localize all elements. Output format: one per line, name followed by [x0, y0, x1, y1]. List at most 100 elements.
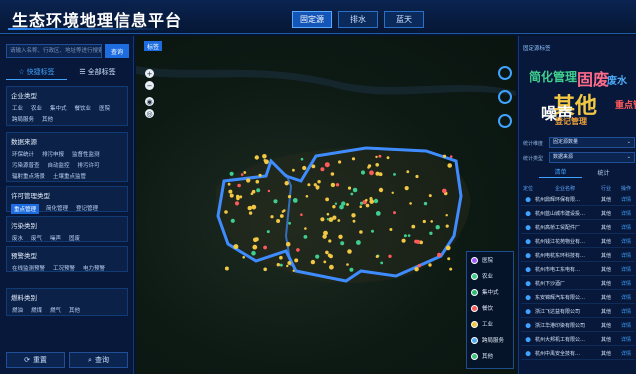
poi-marker[interactable]	[305, 195, 309, 198]
filter-chip[interactable]: 噪声	[50, 236, 62, 242]
legend-item[interactable]: 医院	[467, 252, 513, 268]
detail-link[interactable]: 详情	[620, 211, 631, 217]
filter-chip[interactable]: 排污许可	[77, 163, 100, 169]
poi-marker[interactable]	[242, 256, 245, 259]
poi-marker[interactable]	[315, 254, 320, 259]
filter-chip[interactable]: 在线监测预警	[12, 266, 46, 272]
poi-marker[interactable]	[323, 230, 328, 236]
poi-marker[interactable]	[442, 188, 447, 194]
poi-marker[interactable]	[255, 179, 260, 184]
poi-marker[interactable]	[338, 160, 342, 164]
poi-marker[interactable]	[254, 155, 259, 160]
stat-type-select[interactable]: 数据来源⌄	[549, 152, 635, 163]
poi-marker[interactable]	[273, 199, 278, 204]
poi-marker[interactable]	[406, 170, 410, 174]
wordcloud-term[interactable]: 其他	[553, 94, 598, 119]
poi-marker[interactable]	[352, 187, 358, 193]
poi-marker[interactable]	[251, 189, 256, 194]
table-row[interactable]: ⬤杭州市电工东电有…其他详情	[521, 264, 635, 276]
poi-marker[interactable]	[292, 269, 295, 272]
poi-marker[interactable]	[388, 254, 392, 258]
poi-marker[interactable]	[279, 214, 284, 218]
detail-link[interactable]: 详情	[620, 239, 631, 245]
poi-marker[interactable]	[252, 244, 258, 250]
table-row[interactable]: ⬤东安锦辉汽车有限公…其他详情	[521, 292, 635, 304]
poi-marker[interactable]	[351, 157, 356, 161]
poi-marker[interactable]	[236, 194, 240, 199]
filter-chip[interactable]: 土壤重点监管	[53, 174, 87, 180]
poi-marker[interactable]	[263, 159, 267, 162]
draw-icon[interactable]	[498, 114, 512, 128]
poi-marker[interactable]	[435, 225, 440, 230]
table-row[interactable]: ⬤浙江华港印染有限公司其他详情	[521, 320, 635, 332]
tab-quick-labels[interactable]: ☆快捷标签	[6, 64, 67, 80]
poi-marker[interactable]	[409, 202, 412, 205]
legend-item[interactable]: 集中式	[467, 284, 513, 300]
table-row[interactable]: ⬤杭州蓝山城市建设投…其他详情	[521, 208, 635, 220]
detail-link[interactable]: 详情	[620, 267, 631, 273]
poi-marker[interactable]	[281, 210, 285, 213]
poi-marker[interactable]	[449, 267, 453, 271]
detail-link[interactable]: 详情	[620, 197, 631, 203]
zoom-in-button[interactable]: +	[145, 69, 154, 78]
poi-marker[interactable]	[411, 224, 416, 229]
poi-marker[interactable]	[328, 239, 332, 243]
legend-item[interactable]: 其他	[467, 348, 513, 364]
poi-marker[interactable]	[429, 231, 433, 235]
zoom-out-button[interactable]: −	[145, 81, 154, 90]
poi-marker[interactable]	[279, 255, 283, 260]
poi-marker[interactable]	[276, 263, 280, 267]
table-row[interactable]: ⬤杭州大邦机工有限公…其他详情	[521, 334, 635, 346]
poi-marker[interactable]	[311, 164, 316, 169]
poi-marker[interactable]	[240, 173, 244, 176]
poi-marker[interactable]	[346, 203, 349, 206]
search-input[interactable]: 请输入名称、行政区、地址等进行搜索	[6, 44, 102, 58]
poi-marker[interactable]	[229, 171, 234, 176]
poi-marker[interactable]	[407, 234, 411, 237]
poi-marker[interactable]	[341, 201, 346, 206]
location-pin-icon[interactable]: ⬤	[525, 196, 531, 203]
poi-marker[interactable]	[234, 201, 240, 206]
poi-marker[interactable]	[437, 252, 442, 258]
poi-marker[interactable]	[403, 234, 407, 238]
poi-marker[interactable]	[227, 182, 231, 186]
tab-list[interactable]: 清单	[539, 166, 582, 178]
poi-marker[interactable]	[391, 191, 394, 194]
stat-dimension-select[interactable]: 固定源数量⌄	[549, 137, 635, 148]
poi-marker[interactable]	[330, 182, 336, 188]
table-row[interactable]: ⬤杭州中禹安全技有…其他详情	[521, 348, 635, 360]
wordcloud-term[interactable]: 噪声	[541, 104, 574, 123]
poi-marker[interactable]	[360, 201, 364, 205]
poi-marker[interactable]	[287, 261, 292, 265]
detail-link[interactable]: 详情	[620, 225, 631, 231]
poi-marker[interactable]	[338, 234, 343, 239]
poi-marker[interactable]	[416, 239, 421, 244]
poi-marker[interactable]	[360, 170, 366, 175]
filter-chip[interactable]: 简化管理	[46, 206, 69, 212]
poi-marker[interactable]	[328, 217, 334, 223]
poi-marker[interactable]	[228, 189, 233, 194]
poi-marker[interactable]	[414, 267, 419, 272]
detail-link[interactable]: 详情	[620, 295, 631, 301]
poi-marker[interactable]	[263, 267, 267, 272]
poi-marker[interactable]	[422, 219, 426, 224]
poi-marker[interactable]	[347, 249, 352, 254]
location-pin-icon[interactable]: ⬤	[525, 280, 531, 287]
poi-marker[interactable]	[369, 199, 374, 204]
filter-chip[interactable]: 登记管理	[76, 206, 99, 212]
reset-button[interactable]: ⟳重置	[6, 352, 65, 368]
poi-marker[interactable]	[284, 181, 289, 186]
poi-marker[interactable]	[339, 204, 344, 210]
poi-marker[interactable]	[430, 220, 434, 223]
poi-marker[interactable]	[393, 211, 396, 215]
filter-chip[interactable]: 工况预警	[53, 266, 76, 272]
poi-marker[interactable]	[288, 221, 291, 225]
poi-marker[interactable]	[330, 172, 335, 176]
poi-marker[interactable]	[300, 213, 303, 216]
poi-marker[interactable]	[365, 203, 370, 208]
poi-marker[interactable]	[428, 263, 432, 267]
filter-chip[interactable]: 污染源普查	[12, 163, 40, 169]
poi-marker[interactable]	[229, 193, 234, 198]
target-icon[interactable]	[498, 66, 512, 80]
poi-marker[interactable]	[442, 154, 447, 158]
